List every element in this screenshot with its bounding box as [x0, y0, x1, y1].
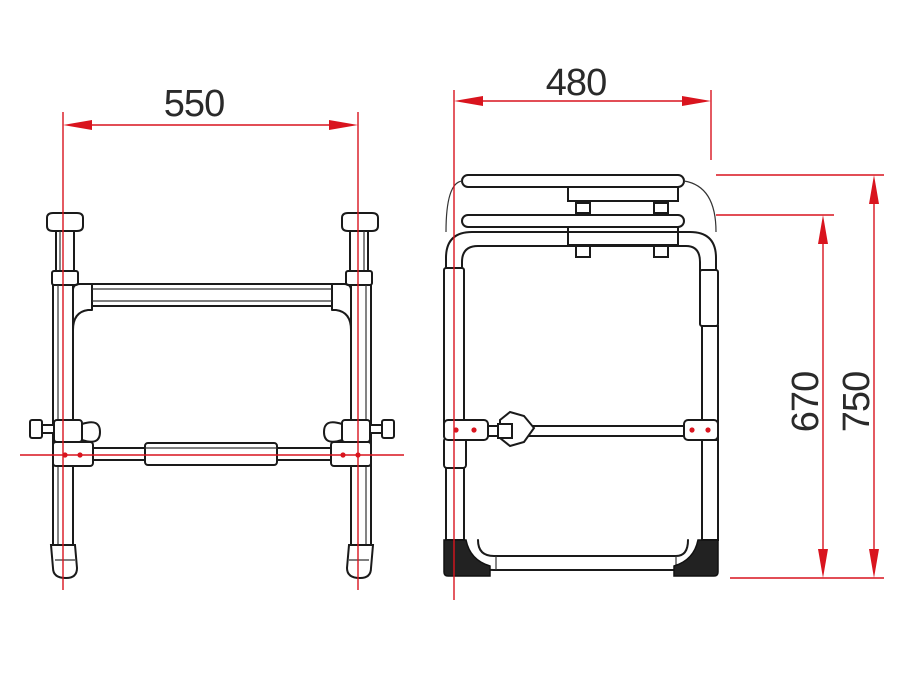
dimension-label-height-inner: 670: [785, 372, 827, 432]
dimension-label-width-side: 480: [546, 62, 606, 104]
side-slider-bar: [443, 410, 719, 448]
front-view: 550: [20, 83, 404, 590]
side-main-frame: [443, 231, 719, 577]
dimension-480: 480: [453, 62, 712, 600]
dimension-550: 550: [20, 83, 404, 590]
pivot-dot: [689, 427, 695, 433]
front-right-leg: [341, 212, 379, 580]
front-lower-crossbar: [52, 441, 372, 467]
pivot-dot: [705, 427, 711, 433]
pivot-dot: [453, 427, 459, 433]
side-top-tray: [445, 174, 717, 258]
dimension-label-height-total: 750: [836, 372, 878, 432]
front-upper-crossbar: [72, 283, 352, 331]
front-left-leg: [46, 212, 84, 580]
dimension-label-width-front: 550: [164, 83, 224, 125]
side-view: 480 670 750: [443, 62, 884, 600]
dimension-heights: 670 750: [716, 174, 884, 579]
front-clamps: [29, 419, 395, 443]
pivot-dot: [471, 427, 477, 433]
